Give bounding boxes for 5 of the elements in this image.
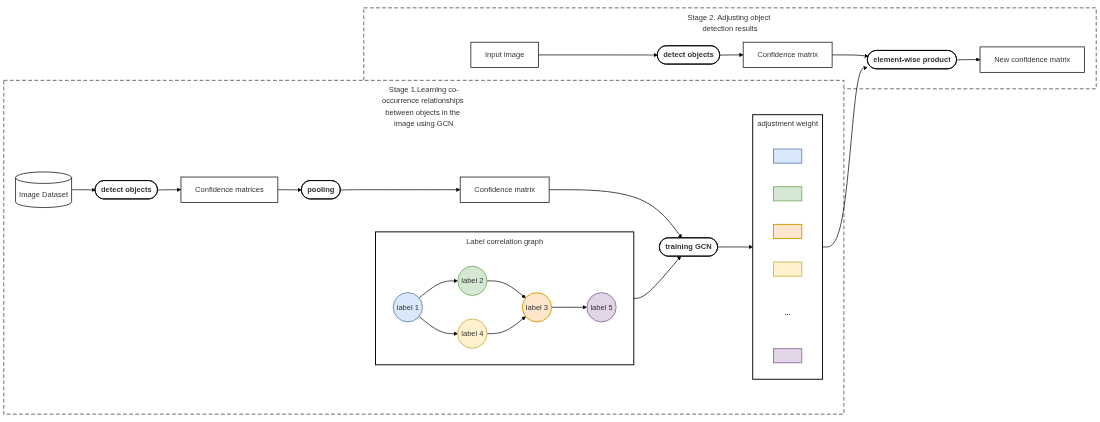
node-box xyxy=(773,348,803,364)
node-box xyxy=(773,186,803,202)
node-box xyxy=(773,261,803,277)
node-box xyxy=(773,223,803,239)
node-box xyxy=(773,148,803,164)
